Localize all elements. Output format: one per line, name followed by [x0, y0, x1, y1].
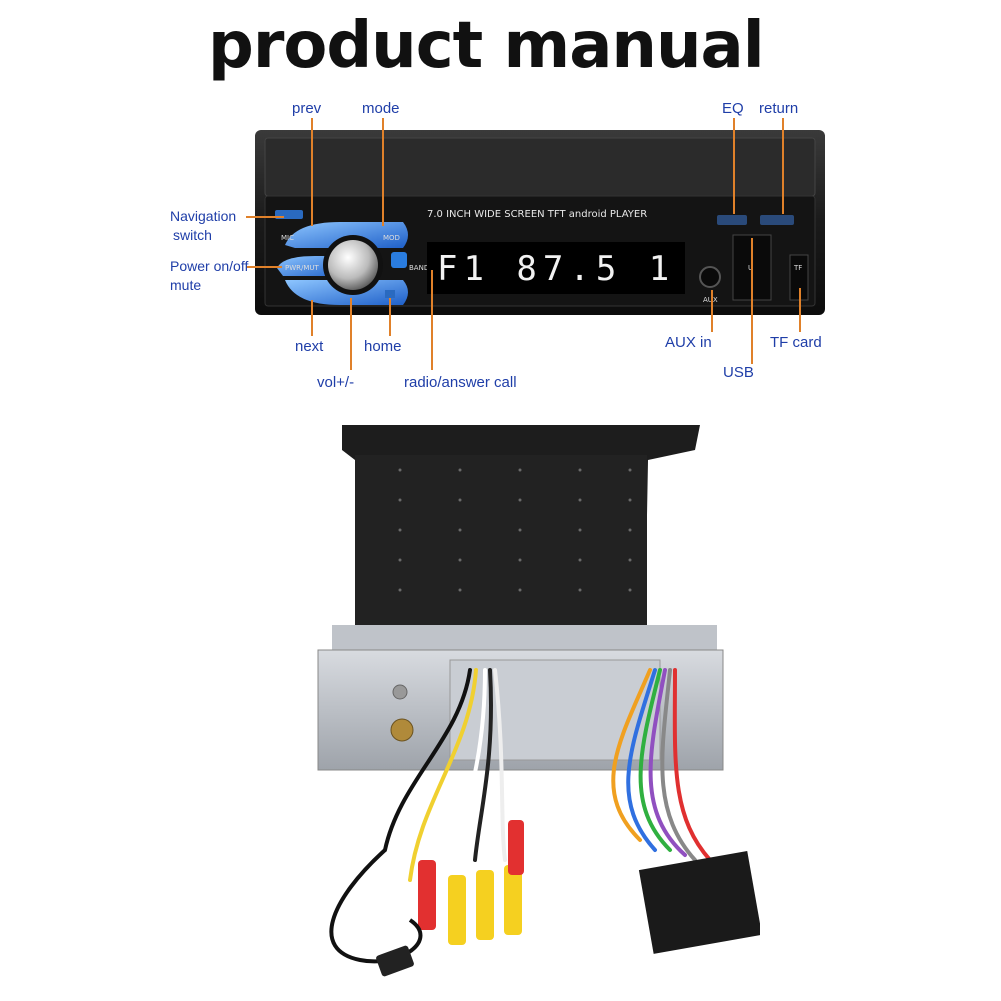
aux-leader — [711, 290, 713, 332]
radio-leader — [431, 270, 433, 370]
volume-knob[interactable] — [328, 240, 378, 290]
return-button[interactable] — [760, 215, 794, 225]
label-aux-in: AUX in — [665, 334, 712, 351]
pwr-label: PWR/MUT — [285, 264, 320, 272]
label-usb: USB — [723, 364, 754, 381]
iso-connector — [638, 851, 760, 954]
radio-button[interactable] — [391, 252, 407, 268]
tf-label: TF — [793, 264, 802, 272]
eq-leader — [733, 118, 735, 214]
label-next: next — [295, 338, 324, 355]
label-navigation-switch: Navigation switch — [170, 208, 237, 243]
screen-back-vents — [398, 468, 632, 592]
label-home: home — [364, 338, 402, 355]
label-return: return — [759, 100, 799, 117]
next-leader — [311, 300, 313, 336]
nav-leader — [246, 216, 284, 218]
usb-label: U — [748, 264, 753, 272]
rca-connectors — [418, 820, 524, 945]
page-title: product manual — [208, 9, 765, 83]
label-power-mute: Power on/off mute — [170, 258, 249, 293]
screen-caption: 7.0 INCH WIDE SCREEN TFT android PLAYER — [427, 209, 647, 220]
mic-label: MIC — [281, 234, 294, 242]
fm-display: F1 87.5 1 — [437, 249, 675, 289]
mod-label: MOD — [383, 234, 400, 242]
label-tf-card: TF card — [770, 334, 822, 351]
mode-leader — [382, 118, 384, 226]
home-leader — [389, 298, 391, 336]
home-button[interactable] — [385, 290, 395, 298]
head-unit-rear-photo — [317, 425, 760, 977]
label-radio: radio/answer call — [404, 374, 517, 391]
label-vol: vol+/- — [317, 374, 355, 391]
prev-leader — [311, 118, 313, 226]
label-mode: mode — [362, 100, 400, 117]
usb-plug — [376, 945, 414, 977]
head-unit-front-panel: 7.0 INCH WIDE SCREEN TFT android PLAYER … — [255, 130, 825, 315]
power-leader — [246, 266, 282, 268]
eq-button[interactable] — [717, 215, 747, 225]
aux-label: AUX — [703, 296, 718, 304]
aux-jack[interactable] — [699, 266, 721, 288]
usb-leader — [751, 238, 753, 364]
label-eq: EQ — [722, 100, 744, 117]
band-label: BAND — [409, 264, 429, 272]
return-leader — [782, 118, 784, 214]
label-prev: prev — [292, 100, 322, 117]
vol-leader — [350, 298, 352, 370]
prev-button[interactable] — [285, 222, 408, 248]
tf-leader — [799, 288, 801, 332]
